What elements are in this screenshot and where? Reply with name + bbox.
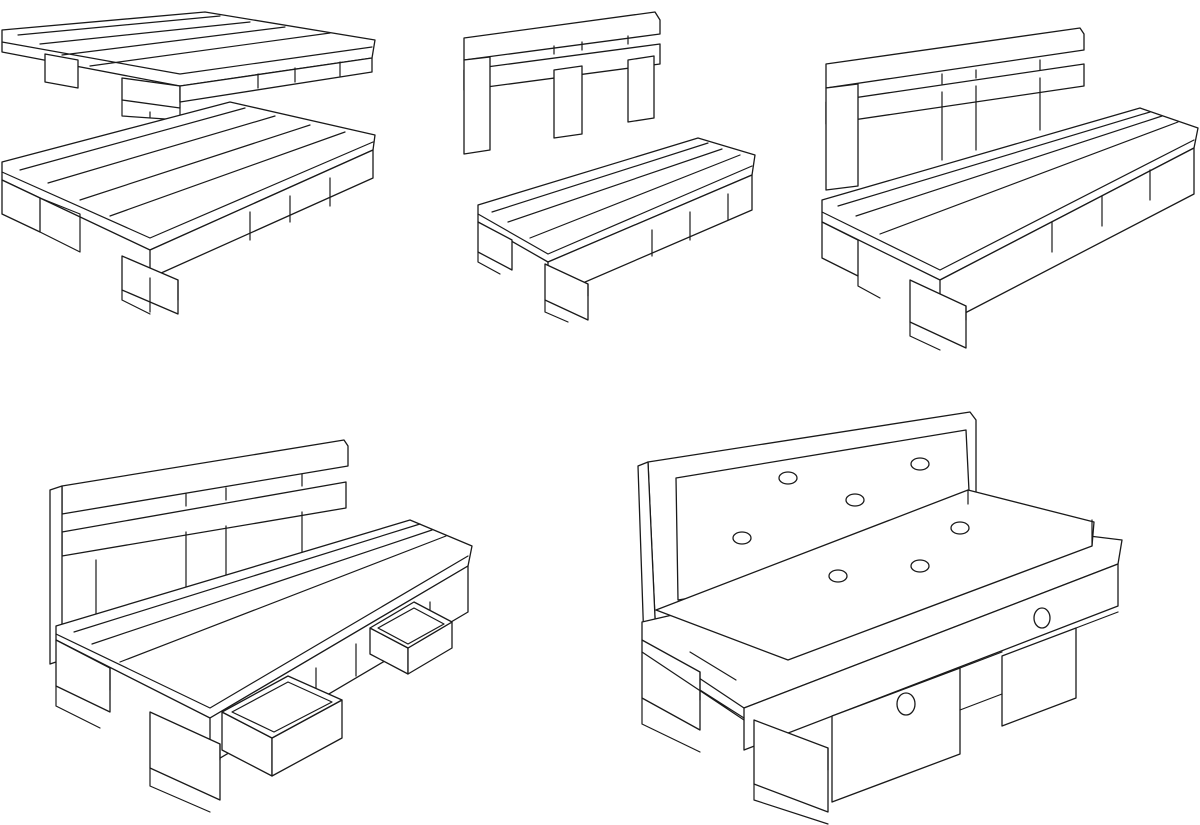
backrest-top-board	[463, 11, 661, 61]
bench3-block-front	[909, 279, 967, 349]
backrest-details	[553, 35, 629, 55]
cushion-button-icon	[732, 531, 752, 545]
seat-details	[477, 193, 729, 323]
pallet-seat	[477, 137, 756, 323]
cushion-button-icon	[910, 457, 930, 471]
seat-block-front	[544, 263, 589, 321]
backrest-panel	[463, 11, 661, 155]
seat-block-left	[477, 221, 513, 271]
bench3-seat-board-lines	[821, 111, 1195, 271]
bench4-block-details	[55, 601, 431, 813]
bench4-block-front	[149, 711, 221, 801]
cushion-button-icon	[910, 559, 930, 573]
pallet-top	[1, 11, 376, 121]
sofa-seat-cushion	[655, 489, 1095, 661]
bench3-backrest-legs	[825, 83, 859, 191]
drawer-large-inner-rim	[231, 681, 333, 733]
drawer-knob-icon	[896, 692, 916, 716]
step-2-backrest-and-seat	[463, 11, 756, 323]
pallet-top-details	[121, 61, 341, 121]
step-4-bench-with-drawers	[49, 439, 473, 813]
backrest-leg-right	[627, 55, 655, 123]
step-1-two-pallets	[1, 11, 376, 315]
cushion-button-icon	[828, 569, 848, 583]
pallet-top-block-left	[44, 53, 79, 89]
cushion-button-icon	[950, 521, 970, 535]
pallet-top-stringer	[179, 57, 373, 103]
pallet-bottom-details	[39, 177, 331, 315]
sofa-block-left	[641, 639, 701, 731]
bench4-block-left	[55, 639, 111, 713]
bench4-seat-board-lines	[55, 523, 469, 709]
backrest-leg-middle	[553, 65, 583, 139]
cushion-button-icon	[845, 493, 865, 507]
bench4-back-uprights	[95, 473, 303, 641]
pallet-bottom	[1, 101, 376, 315]
drawer-small-interior	[369, 601, 453, 649]
sofa-structure-details	[641, 611, 1119, 825]
drawer-large-interior	[221, 675, 343, 739]
step-3-assembled-bench	[821, 27, 1199, 351]
pallet-bottom-board-lines	[1, 107, 374, 239]
sofa-drawer-large	[831, 667, 961, 803]
bench3-back-uprights	[941, 59, 1041, 161]
seat-board-lines	[477, 142, 753, 255]
bench3-details	[857, 169, 1151, 351]
step-5-sofa-with-cushions	[637, 411, 1123, 825]
drawer-knob-icon	[1033, 607, 1051, 629]
backrest-leg-left	[463, 56, 491, 155]
sofa-cushion-buttons	[732, 457, 970, 583]
pallet-top-board-lines	[1, 15, 373, 75]
drawer-small-inner-rim	[377, 607, 445, 645]
bench3-backrest-top-board	[825, 27, 1085, 89]
drawer-large	[221, 675, 343, 777]
sofa-seat-stringer	[743, 563, 1119, 751]
drawer-small	[369, 601, 453, 675]
sofa-block-front	[753, 719, 829, 813]
sofa-drawer-small	[1001, 627, 1077, 727]
sofa-seat-cushion-edge	[967, 489, 1093, 547]
cushion-button-icon	[778, 471, 798, 485]
